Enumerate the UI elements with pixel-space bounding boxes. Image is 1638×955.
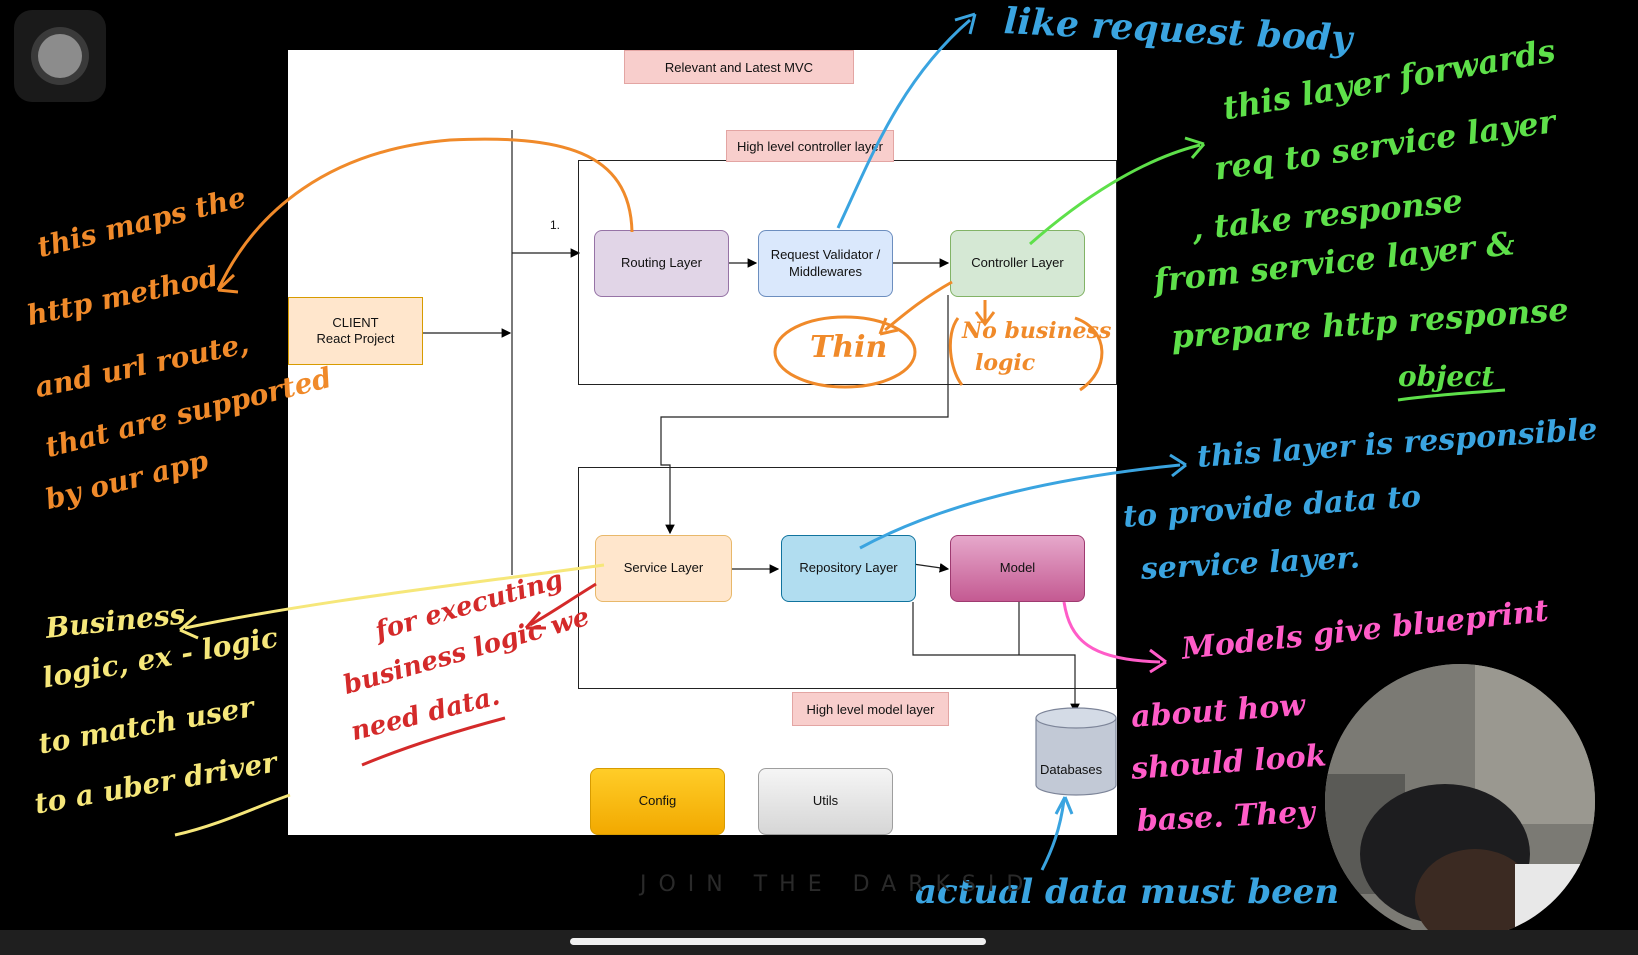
webcam-overlay	[1325, 664, 1595, 939]
service-layer-box: Service Layer	[595, 535, 732, 602]
repository-layer-box: Repository Layer	[781, 535, 916, 602]
annotation-must-been: must been	[1140, 872, 1340, 912]
routing-layer-box: Routing Layer	[594, 230, 729, 297]
annotation-no-business: No business	[962, 318, 1112, 344]
validator-line1: Request Validator /	[770, 247, 881, 263]
controller-layer-box: Controller Layer	[950, 230, 1085, 297]
client-subtitle: React Project	[316, 331, 395, 346]
record-icon-center	[38, 34, 82, 78]
home-indicator[interactable]	[570, 938, 986, 945]
step-label: 1.	[550, 218, 561, 232]
annotation-controller-6: object	[1398, 360, 1495, 393]
controller-layer-label: High level controller layer	[726, 130, 894, 162]
databases-label: Databases	[1040, 762, 1103, 777]
annotation-thin: Thin	[810, 330, 888, 365]
diagram-canvas: Relevant and Latest MVC High level contr…	[288, 50, 1117, 835]
model-layer-label: High level model layer	[792, 692, 949, 726]
annotation-actual-data: actual data	[915, 872, 1129, 912]
model-box: Model	[950, 535, 1085, 602]
diagram-connectors	[423, 130, 1117, 796]
client-title: CLIENT	[332, 314, 379, 330]
diagram-title: Relevant and Latest MVC	[624, 50, 854, 84]
model-layer-frame	[578, 467, 1117, 689]
request-validator-box: Request Validator /Middlewares	[758, 230, 893, 297]
utils-box: Utils	[758, 768, 893, 835]
watermark: JOIN THE DARKSID	[640, 872, 1036, 897]
validator-line2: Middlewares	[789, 263, 862, 279]
record-button[interactable]	[14, 10, 106, 102]
presenter-video	[1325, 664, 1595, 939]
annotation-logic: logic	[975, 350, 1036, 376]
config-box: Config	[590, 768, 725, 835]
